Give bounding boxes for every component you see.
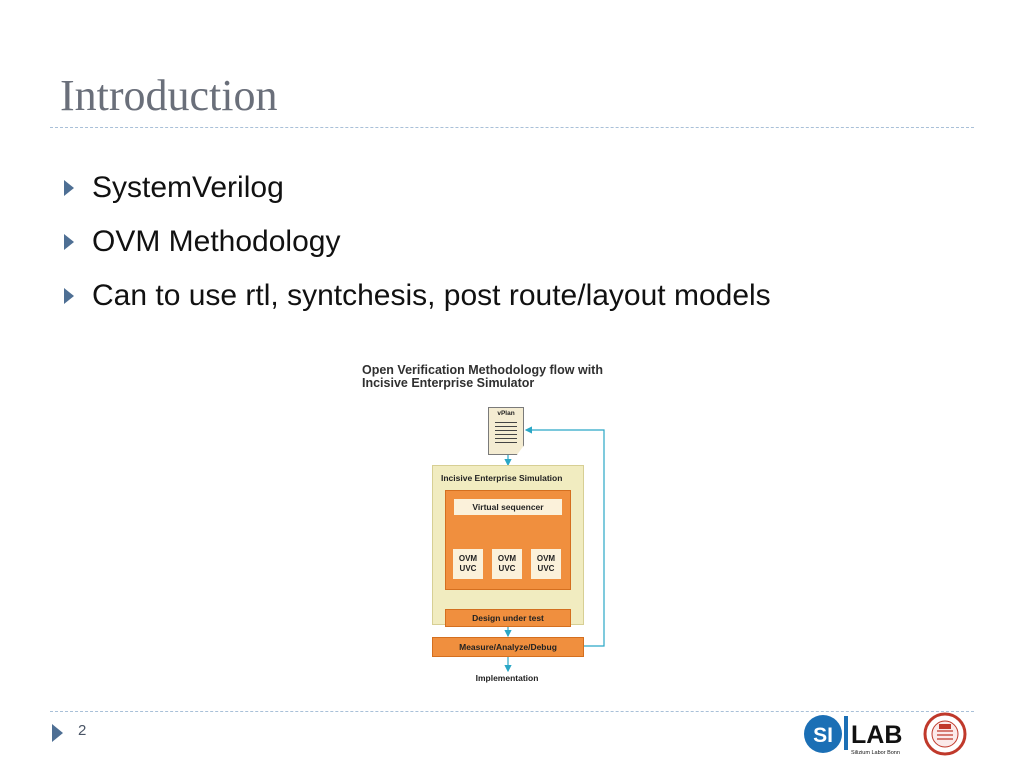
- virtual-sequencer-box: Virtual sequencer: [454, 499, 562, 515]
- svg-text:LAB: LAB: [851, 721, 902, 749]
- footer-divider: [50, 711, 974, 712]
- measure-analyze-debug-box: Measure/Analyze/Debug: [432, 637, 584, 657]
- bullet-text: SystemVerilog: [92, 171, 284, 204]
- bullet-item: OVM Methodology: [62, 222, 771, 276]
- feedback-loop-arrow: [524, 426, 605, 647]
- title-divider: [50, 127, 974, 128]
- bullet-arrow-icon: [64, 234, 74, 250]
- svg-text:Silizium Labor Bonn: Silizium Labor Bonn: [851, 750, 900, 756]
- bullet-item: SystemVerilog: [62, 168, 771, 222]
- svg-text:SI: SI: [813, 724, 833, 747]
- page-number: 2: [78, 722, 87, 739]
- figure-title: Open Verification Methodology flow with …: [362, 364, 603, 390]
- implementation-label: Implementation: [475, 673, 539, 683]
- ies-label: Incisive Enterprise Simulation: [441, 473, 563, 483]
- footer-arrow-icon: [52, 724, 63, 742]
- design-under-test-box: Design under test: [445, 609, 571, 627]
- bullet-item: Can to use rtl, syntchesis, post route/l…: [62, 276, 771, 330]
- bullet-text: OVM Methodology: [92, 225, 341, 258]
- slide-title: Introduction: [60, 71, 278, 120]
- ies-box: Incisive Enterprise Simulation Virtual s…: [432, 465, 584, 627]
- bullet-text: Can to use rtl, syntchesis, post route/l…: [92, 279, 771, 312]
- figure-title-line2: Incisive Enterprise Simulator: [362, 376, 535, 390]
- silab-logo: SI LAB Silizium Labor Bonn: [804, 715, 902, 756]
- ovm-flow-diagram: Open Verification Methodology flow with …: [350, 355, 670, 695]
- bullet-list: SystemVerilog OVM Methodology Can to use…: [62, 168, 771, 330]
- bullet-arrow-icon: [64, 180, 74, 196]
- figure-title-line1: Open Verification Methodology flow with: [362, 363, 603, 377]
- bullet-arrow-icon: [64, 288, 74, 304]
- vplan-document-icon: vPlan: [488, 407, 524, 455]
- vplan-label: vPlan: [497, 410, 515, 417]
- atlas-collaboration-seal-icon: [923, 712, 967, 756]
